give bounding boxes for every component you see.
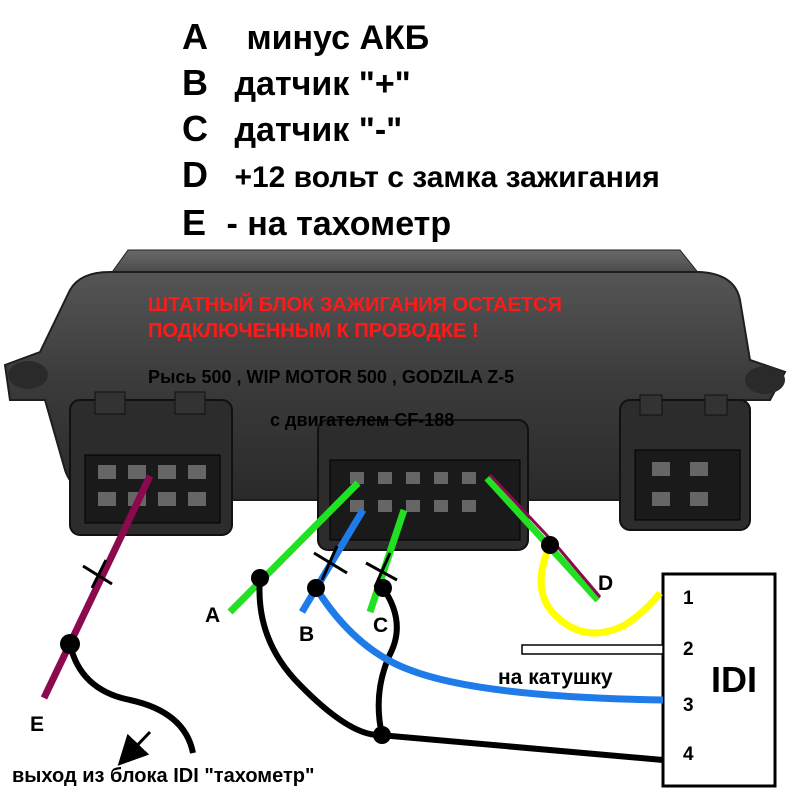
idi-pin-4: 4 <box>683 744 694 765</box>
coil-label: на катушку <box>498 666 613 689</box>
junction-d <box>541 536 559 554</box>
junction-e <box>60 634 80 654</box>
legend: A минус АКБ B датчик "+" C датчик "-" D … <box>0 0 800 250</box>
wire-label-c: C <box>373 614 388 637</box>
wire-d-yellow <box>537 543 663 637</box>
cut-mark-b-2 <box>320 545 339 581</box>
wire-label-d: D <box>598 572 613 595</box>
connector-left <box>69 391 233 536</box>
idi-title: IDI <box>711 659 757 700</box>
wire-a-black <box>256 577 664 763</box>
wire-tach-black <box>67 643 196 754</box>
idi-pin-2: 2 <box>683 639 694 660</box>
wire-c-black <box>375 586 400 736</box>
wire-label-e: E <box>30 713 44 736</box>
legend-text: - на тахометр <box>226 205 452 243</box>
mount-ear-right <box>745 366 785 394</box>
wire-d-stripe-lower <box>554 544 602 598</box>
legend-letter: A <box>182 16 208 57</box>
junction-c <box>374 579 392 597</box>
legend-item-d: D +12 вольт с замка зажигания <box>182 154 660 196</box>
coil-output-bar <box>521 644 664 655</box>
models-line-1: Рысь 500 , WIP MOTOR 500 , GODZILA Z-5 <box>148 367 514 387</box>
wire-a-green <box>227 480 361 615</box>
cut-mark-e-2 <box>90 559 108 589</box>
junction-b <box>307 579 325 597</box>
idi-box: IDI 1 2 3 4 <box>661 572 777 788</box>
legend-text: датчик "+" <box>234 65 411 103</box>
legend-text: +12 вольт с замка зажигания <box>234 161 660 194</box>
ecu-unit <box>3 249 787 551</box>
legend-text: датчик "-" <box>234 111 403 149</box>
legend-item-a: A минус АКБ <box>182 16 429 58</box>
idi-pin-1: 1 <box>683 588 694 609</box>
wire-label-b: B <box>299 623 314 646</box>
legend-letter: B <box>182 62 208 103</box>
idi-pin-3: 3 <box>683 695 694 716</box>
legend-item-e: E - на тахометр <box>182 202 451 244</box>
wire-e-purple <box>40 474 154 700</box>
wire-d-stripe <box>488 473 558 547</box>
junction-a <box>251 569 269 587</box>
wire-d-green <box>484 475 601 603</box>
legend-item-b: B датчик "+" <box>182 62 411 104</box>
legend-text: минус АКБ <box>246 19 430 57</box>
connector-right <box>619 394 751 531</box>
junction-ground <box>373 726 391 744</box>
mount-ear-left <box>8 361 48 389</box>
wire-label-a: A <box>205 604 220 627</box>
warning-line-1: ШТАТНЫЙ БЛОК ЗАЖИГАНИЯ ОСТАЕТСЯ <box>148 292 562 316</box>
wire-b-to-idi <box>313 586 664 704</box>
warning-line-2: ПОДКЛЮЧЕННЫМ К ПРОВОДКЕ ! <box>148 320 479 342</box>
connector-middle <box>317 419 529 551</box>
models-line-2: с двигателем CF-188 <box>270 410 454 430</box>
legend-letter: E <box>182 202 207 243</box>
idi-box-frame <box>661 572 777 788</box>
legend-letter: C <box>182 108 208 149</box>
tach-arrow <box>117 730 152 766</box>
tach-output-label: выход из блока IDI "тахометр" <box>12 765 314 787</box>
legend-letter: D <box>182 154 208 195</box>
cut-mark-c-2 <box>373 552 392 588</box>
legend-item-c: C датчик "-" <box>182 108 402 150</box>
